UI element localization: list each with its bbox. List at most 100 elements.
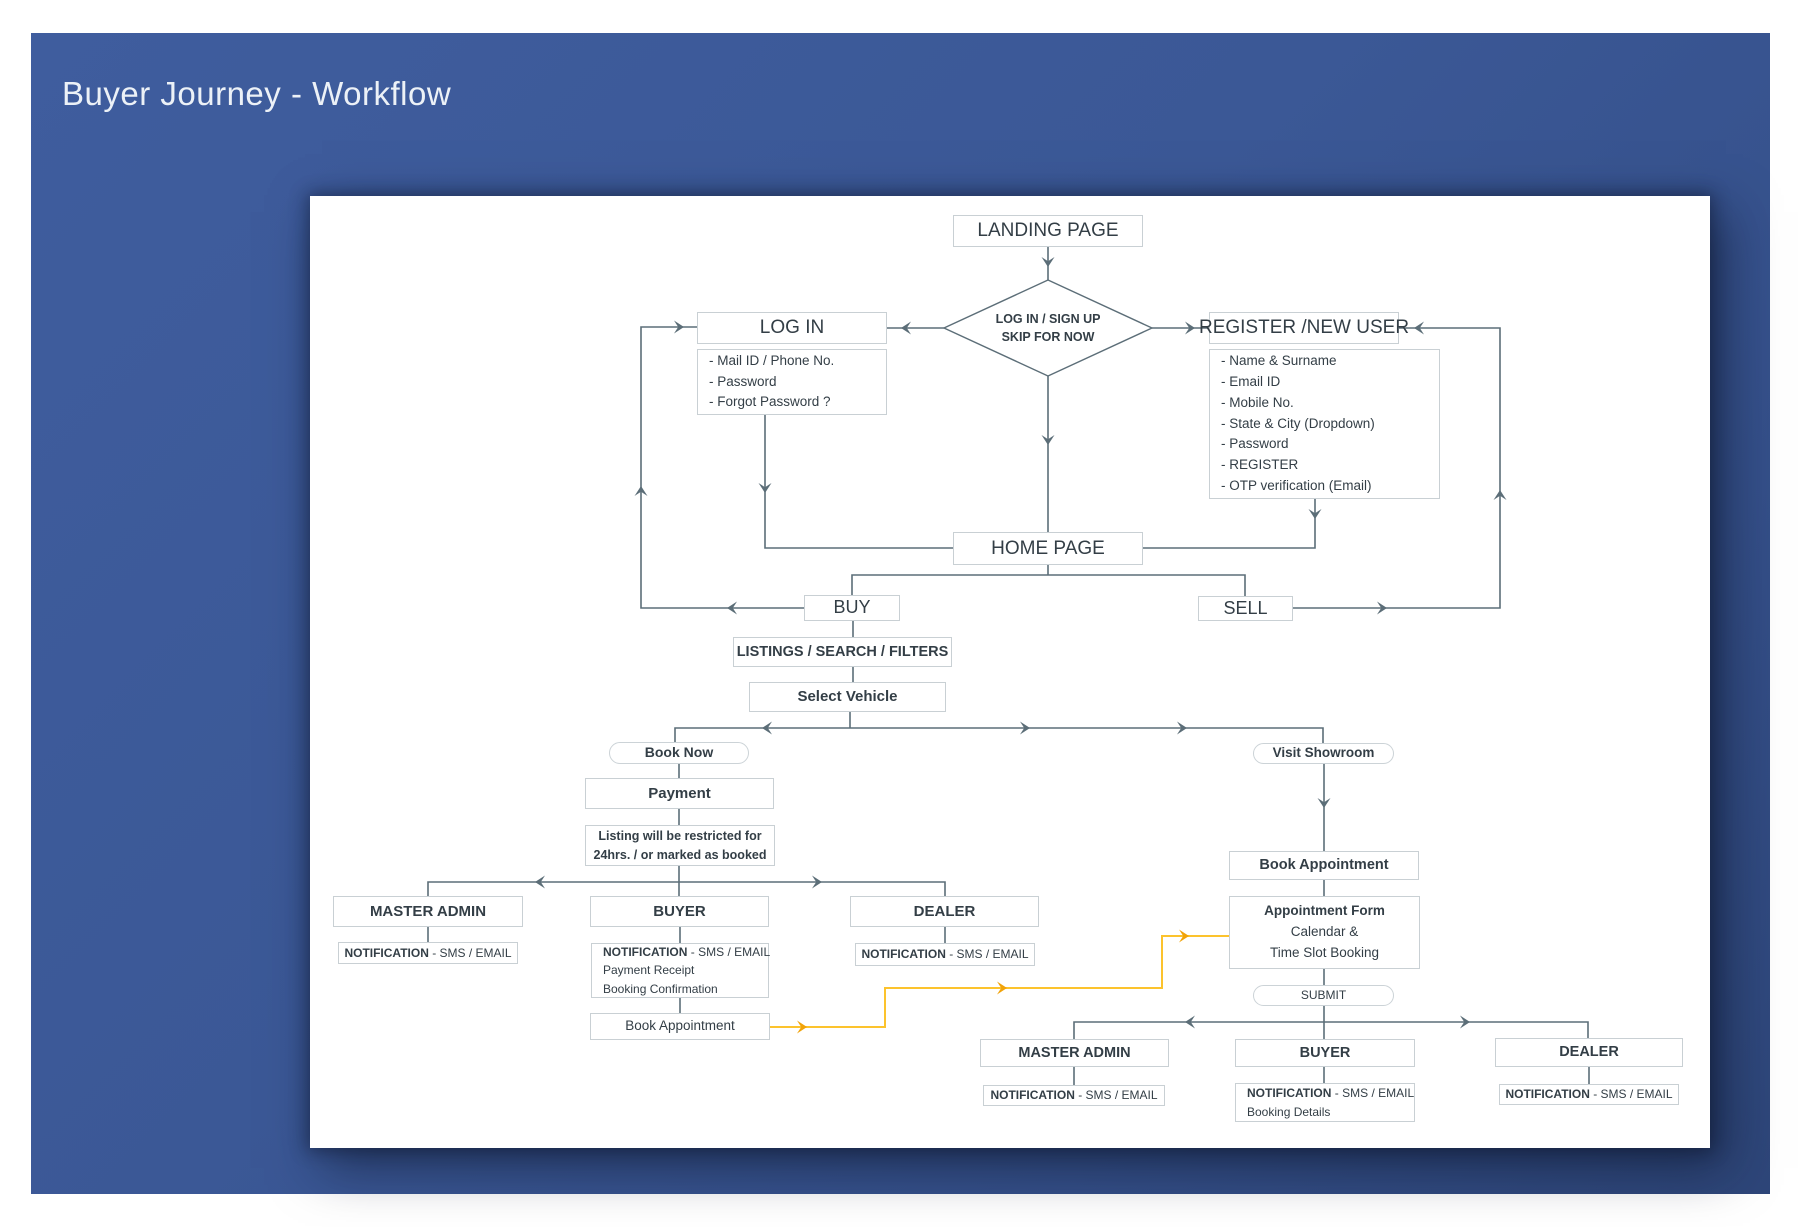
node-register-new-user: REGISTER /NEW USER [1199, 312, 1409, 344]
node-book-appointment-left: Book Appointment [590, 1013, 770, 1040]
arrowhead-up-icon [1493, 490, 1507, 500]
node-select-vehicle: Select Vehicle [749, 682, 946, 712]
flow-line [640, 326, 804, 609]
node-dealer-right: DEALER [1495, 1038, 1683, 1067]
arrowhead-down-icon [1308, 509, 1322, 519]
node-home-page: HOME PAGE [953, 532, 1143, 565]
node-register-details-line-2: - Email ID [1221, 373, 1281, 389]
node-appointment-form-line-2: Calendar & [1290, 924, 1359, 940]
node-register-details-line-6: - REGISTER [1221, 457, 1299, 473]
node-buyer-left: BUYER [590, 896, 769, 927]
node-register-new-user-line-1: REGISTER /NEW USER [1198, 317, 1410, 339]
yellow-arrowhead-right-icon [1179, 929, 1189, 943]
node-notification-master-right-line-1: NOTIFICATION - SMS / EMAIL [990, 1086, 1157, 1105]
notification-prefix: NOTIFICATION [1505, 1087, 1590, 1102]
node-master-admin-left-line-1: MASTER ADMIN [369, 902, 487, 920]
decision-line-1: LOG IN / SIGN UP [995, 311, 1101, 326]
flow-line [1143, 499, 1316, 549]
notification-channels: - SMS / EMAIL [687, 944, 771, 959]
node-listing-restricted-line-2: 24hrs. / or marked as booked [593, 847, 767, 862]
node-notification-master-right: NOTIFICATION - SMS / EMAIL [983, 1085, 1165, 1106]
node-landing-page: LANDING PAGE [953, 215, 1143, 247]
arrowhead-right-icon [1177, 721, 1187, 735]
node-notification-master-left: NOTIFICATION - SMS / EMAIL [338, 942, 518, 964]
arrowhead-right-icon [1460, 1015, 1470, 1029]
node-notification-dealer-right-line-1: NOTIFICATION - SMS / EMAIL [1505, 1085, 1672, 1104]
node-book-now: Book Now [609, 742, 749, 764]
node-dealer-right-line-1: DEALER [1559, 1044, 1619, 1061]
node-notification-dealer-right: NOTIFICATION - SMS / EMAIL [1499, 1084, 1679, 1105]
node-master-admin-right-line-1: MASTER ADMIN [1018, 1044, 1131, 1061]
page-title: Buyer Journey - Workflow [62, 75, 452, 112]
node-buy: BUY [804, 595, 900, 621]
node-buyer-right: BUYER [1235, 1039, 1415, 1067]
notification-prefix: NOTIFICATION [603, 944, 688, 959]
node-listing-restricted: Listing will be restricted for 24hrs. / o… [585, 825, 775, 866]
decision-diamond-label: LOG IN / SIGN UP SKIP FOR NOW [958, 305, 1138, 351]
node-login-details-line-2: - Password [709, 373, 777, 389]
node-buy-line-1: BUY [833, 597, 871, 618]
node-notification-dealer-left: NOTIFICATION - SMS / EMAIL [855, 943, 1035, 966]
node-register-details-line-5: - Password [1221, 436, 1289, 452]
node-landing-page-line-1: LANDING PAGE [977, 220, 1119, 242]
arrowhead-right-icon [1377, 601, 1387, 615]
notification-prefix: NOTIFICATION [1247, 1085, 1332, 1100]
node-submit-line-1: SUBMIT [1300, 988, 1347, 1003]
node-notification-dealer-left-line-1: NOTIFICATION - SMS / EMAIL [861, 945, 1028, 964]
node-login-details-line-1: - Mail ID / Phone No. [709, 352, 835, 368]
arrowhead-down-icon [1317, 798, 1331, 808]
node-register-details-line-4: - State & City (Dropdown) [1221, 415, 1375, 431]
node-select-vehicle-line-1: Select Vehicle [797, 688, 898, 706]
node-book-now-line-1: Book Now [644, 744, 714, 761]
node-dealer-left-line-1: DEALER [913, 902, 976, 920]
node-dealer-left: DEALER [850, 896, 1039, 927]
decision-line-2: SKIP FOR NOW [1001, 330, 1095, 344]
node-visit-showroom: Visit Showroom [1253, 743, 1394, 764]
flow-line [1073, 1021, 1589, 1039]
arrowhead-left-icon [535, 875, 545, 889]
arrowhead-right-icon [674, 320, 684, 334]
arrowhead-down-icon [758, 483, 772, 493]
node-buyer-left-line-1: BUYER [653, 902, 706, 920]
flow-line [851, 574, 1246, 596]
yellow-arrowhead-right-icon [797, 1020, 807, 1034]
arrowhead-up-icon [634, 486, 648, 496]
notification-channels: - SMS / EMAIL [1331, 1085, 1415, 1100]
notification-prefix: NOTIFICATION [344, 945, 429, 960]
node-listings-search-filters-line-1: LISTINGS / SEARCH / FILTERS [736, 643, 949, 660]
node-notification-buyer-right-line-1: NOTIFICATION - SMS / EMAIL [1247, 1084, 1414, 1103]
node-book-appointment-right-line-1: Book Appointment [1259, 857, 1389, 874]
node-login-details-line-3: - Forgot Password ? [709, 394, 831, 410]
connector-lines [427, 247, 1590, 1085]
node-book-appointment-right: Book Appointment [1229, 851, 1419, 880]
arrowhead-left-icon [762, 721, 772, 735]
arrowhead-right-icon [1185, 321, 1195, 335]
node-buyer-right-line-1: BUYER [1299, 1044, 1351, 1061]
arrowhead-left-icon [1185, 1015, 1195, 1029]
notification-channels: - SMS / EMAIL [945, 947, 1029, 962]
node-notification-buyer-left-line-1: NOTIFICATION - SMS / EMAIL [603, 943, 770, 962]
notification-channels: - SMS / EMAIL [1074, 1088, 1158, 1103]
node-notification-buyer-left-line-3: Booking Confirmation [603, 981, 718, 996]
flow-line [674, 727, 1324, 743]
arrowhead-left-icon [1414, 321, 1424, 335]
notification-channels: - SMS / EMAIL [1589, 1087, 1673, 1102]
arrowhead-left-icon [901, 321, 911, 335]
node-register-details-line-1: - Name & Surname [1221, 352, 1337, 368]
notification-prefix: NOTIFICATION [990, 1088, 1075, 1103]
node-book-appointment-left-line-1: Book Appointment [625, 1018, 735, 1034]
node-submit: SUBMIT [1253, 985, 1394, 1006]
node-home-page-line-1: HOME PAGE [991, 537, 1105, 559]
node-register-details: - Name & Surname- Email ID- Mobile No.- … [1209, 349, 1440, 499]
node-listing-restricted-line-1: Listing will be restricted for [598, 829, 762, 844]
node-login-details: - Mail ID / Phone No. - Password - Forgot … [697, 349, 887, 415]
arrowhead-down-icon [1041, 435, 1055, 445]
node-master-admin-left: MASTER ADMIN [333, 896, 523, 927]
node-master-admin-right: MASTER ADMIN [980, 1039, 1169, 1067]
node-listings-search-filters: LISTINGS / SEARCH / FILTERS [733, 637, 952, 667]
node-notification-buyer-left-line-2: Payment Receipt [603, 963, 695, 978]
